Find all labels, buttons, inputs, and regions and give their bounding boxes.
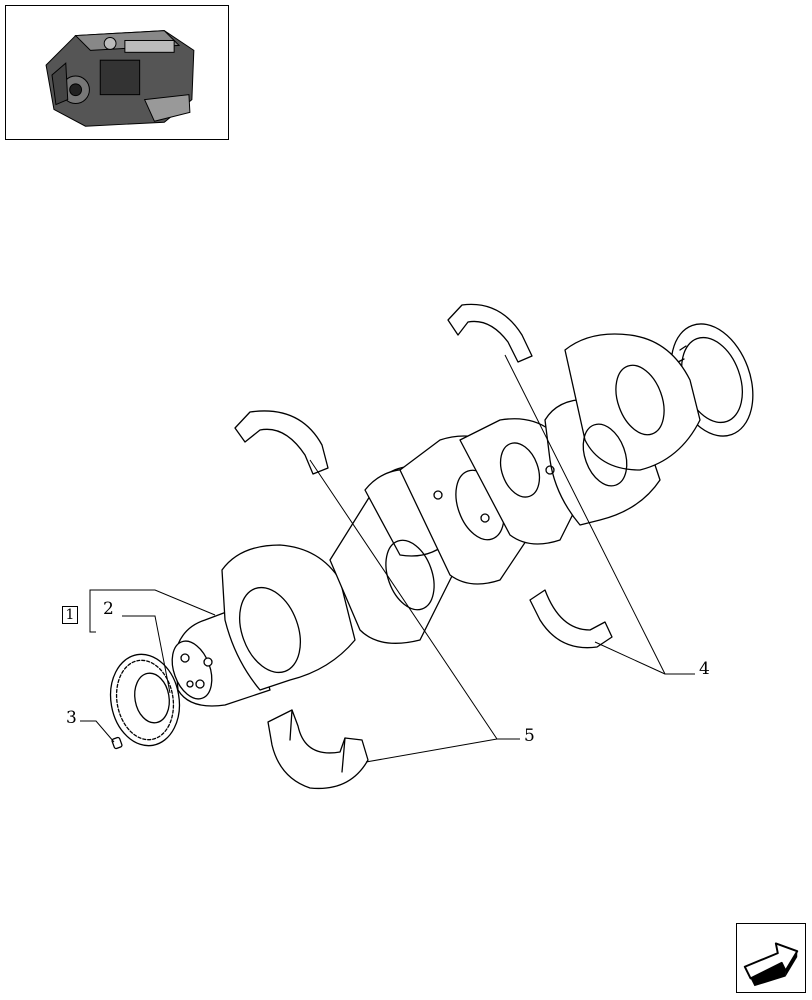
bearing-shell-upper-1 xyxy=(447,303,533,363)
callout-4: 4 xyxy=(699,659,710,679)
bearing-shell-lower-1 xyxy=(529,589,613,649)
dowel-pin xyxy=(111,736,123,750)
timing-gear xyxy=(109,653,181,747)
callout-3: 3 xyxy=(66,708,77,728)
engine-thumbnail xyxy=(5,5,229,140)
bearing-shell-upper-2 xyxy=(234,410,329,475)
callout-2: 2 xyxy=(103,599,114,619)
arrow-next-page-icon xyxy=(743,942,799,987)
next-page-button[interactable] xyxy=(736,923,806,993)
callout-1: 1 xyxy=(62,606,78,624)
leader-lines xyxy=(80,354,695,763)
thrust-bearing-lower xyxy=(267,709,369,790)
callout-5: 5 xyxy=(524,726,535,746)
crankshaft xyxy=(171,333,701,707)
engine-thumbnail-icon xyxy=(45,30,195,127)
